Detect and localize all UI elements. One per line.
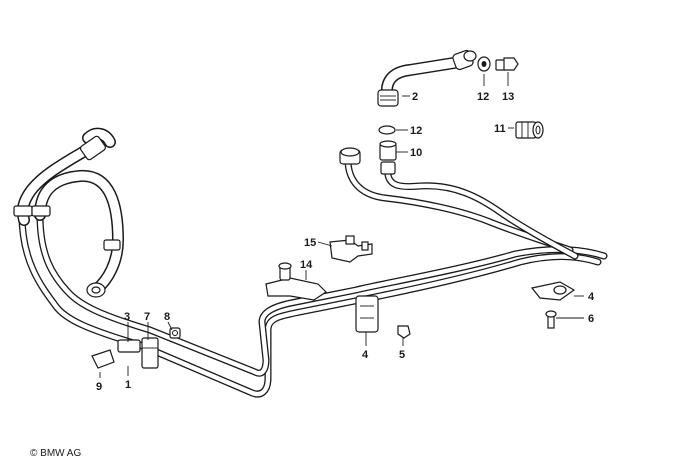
callout-9: 9 [96,381,102,393]
bracket-part-14 [265,262,327,301]
hose-fittings [13,135,121,298]
copyright-notice: © BMW AG [30,448,81,459]
rear-oil-pipe-pair [344,156,579,260]
right-bracket-assembly [530,281,576,329]
upper-hose-part-2 [377,49,477,107]
callout-10: 10 [410,147,422,159]
callout-12-mid: 12 [410,125,422,137]
callout-labels: 2 12 13 12 11 10 15 14 3 7 8 9 1 4 5 4 6 [96,91,595,393]
callout-leaders [99,72,584,378]
adapter-part-11 [515,121,544,139]
left-clamp-assembly [91,327,181,369]
clip-part-15 [329,235,373,263]
callout-5: 5 [399,349,405,361]
banjo-bolt-and-washer [477,56,519,72]
pipe-clamp-part-4 [355,295,411,339]
callout-4-center: 4 [362,349,369,361]
callout-14: 14 [300,259,313,271]
callout-7: 7 [144,311,150,323]
union-fittings [339,125,397,175]
front-oil-pipe-pair [18,211,608,398]
callout-15: 15 [304,237,316,249]
callout-1: 1 [125,379,131,391]
callout-2: 2 [412,91,418,103]
callout-13: 13 [502,91,514,103]
callout-12-top: 12 [477,91,489,103]
callout-8: 8 [164,311,170,323]
callout-3: 3 [124,311,130,323]
callout-6: 6 [588,313,594,325]
callout-11: 11 [494,123,506,135]
callout-4-right: 4 [588,291,595,303]
